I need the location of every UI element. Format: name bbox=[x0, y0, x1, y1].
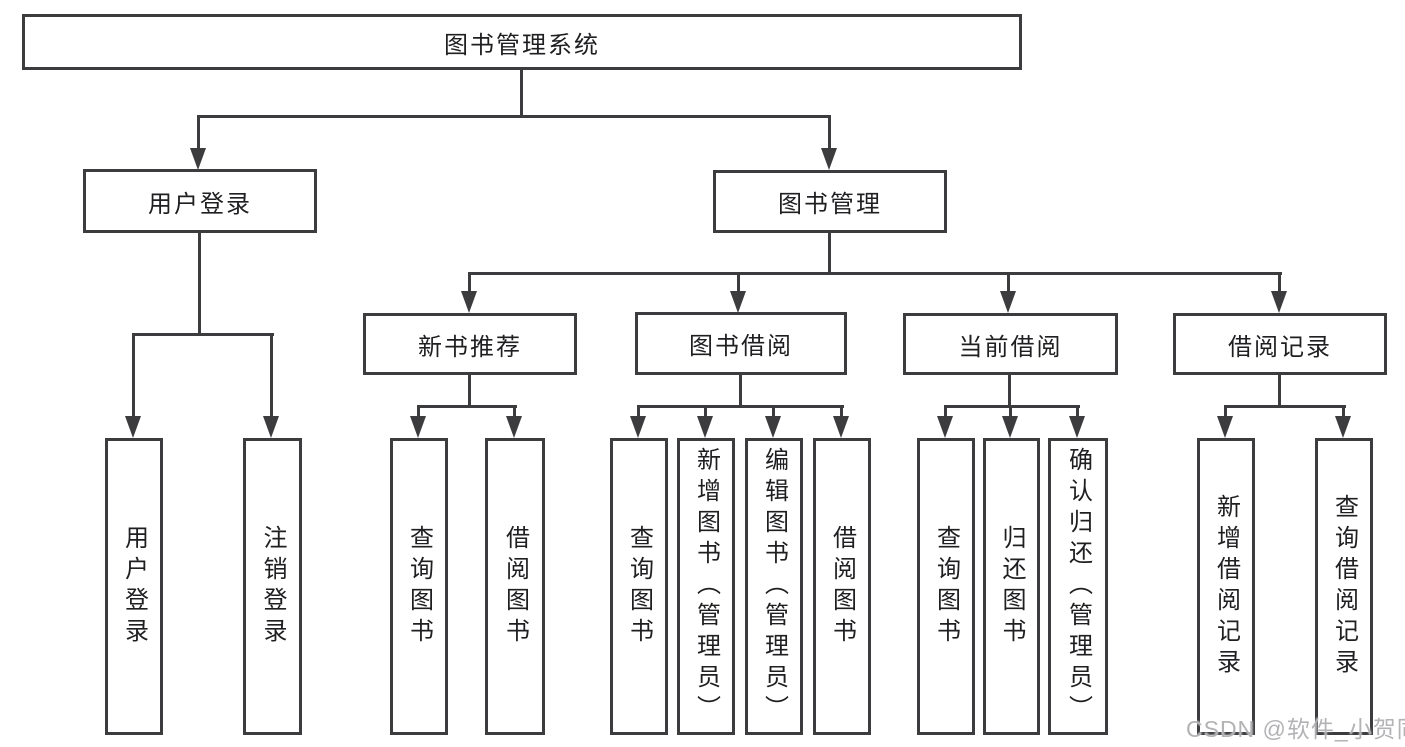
leaf-add-borrow-record: 新增借阅记录 bbox=[1197, 438, 1255, 735]
arrow-down-icon bbox=[697, 416, 713, 438]
node-new-book-recommend: 新书推荐 bbox=[363, 313, 577, 375]
edge-drop bbox=[637, 405, 640, 418]
edge-drop bbox=[468, 272, 471, 292]
edge-stem bbox=[1008, 375, 1011, 408]
edge-branch bbox=[417, 405, 517, 408]
arrow-down-icon bbox=[1000, 291, 1016, 313]
edge-drop bbox=[1278, 272, 1281, 292]
leaf-borrow-book: 借阅图书 bbox=[813, 438, 871, 735]
edge-drop bbox=[417, 405, 420, 418]
leaf-add-book-admin: 新增图书（管理员） bbox=[677, 438, 735, 735]
edge-drop bbox=[1076, 405, 1079, 418]
edge-drop bbox=[737, 272, 740, 292]
arrow-down-icon bbox=[630, 416, 646, 438]
leaf-user-login: 用户登录 bbox=[105, 438, 163, 735]
edge-drop bbox=[1224, 405, 1227, 418]
arrow-down-icon bbox=[1069, 416, 1085, 438]
leaf-query-book-borrowing: 查询图书 bbox=[610, 438, 668, 735]
leaf-borrow-book-recommend: 借阅图书 bbox=[485, 438, 545, 735]
leaf-edit-book-admin: 编辑图书（管理员） bbox=[745, 438, 803, 735]
edge-drop bbox=[840, 405, 843, 418]
arrow-down-icon bbox=[410, 416, 426, 438]
node-current-borrowing: 当前借阅 bbox=[903, 313, 1118, 375]
edge-branch bbox=[468, 272, 1282, 275]
leaf-query-book-current: 查询图书 bbox=[917, 438, 975, 735]
edge-drop bbox=[828, 115, 831, 151]
edge-drop bbox=[513, 405, 516, 418]
arrow-down-icon bbox=[1335, 416, 1351, 438]
edge-stem bbox=[468, 375, 471, 408]
arrow-down-icon bbox=[833, 416, 849, 438]
edge-drop bbox=[944, 405, 947, 418]
arrow-down-icon bbox=[125, 416, 141, 438]
edge-branch bbox=[1224, 405, 1346, 408]
leaf-query-book-recommend: 查询图书 bbox=[390, 438, 448, 735]
arrow-down-icon bbox=[937, 416, 953, 438]
arrow-down-icon bbox=[461, 291, 477, 313]
edge-drop bbox=[1009, 405, 1012, 418]
node-book-management-module: 图书管理 bbox=[713, 170, 947, 233]
arrow-down-icon bbox=[1217, 416, 1233, 438]
arrow-down-icon bbox=[190, 148, 206, 170]
edge-branch bbox=[197, 115, 831, 118]
leaf-query-borrow-record: 查询借阅记录 bbox=[1315, 438, 1373, 735]
edge-stem bbox=[1278, 375, 1281, 408]
edge-drop bbox=[1342, 405, 1345, 418]
watermark: CSDN @软件_小贺同学 bbox=[1186, 716, 1405, 742]
edge-branch bbox=[637, 405, 844, 408]
node-root-library-system: 图书管理系统 bbox=[22, 14, 1022, 70]
edge-drop bbox=[132, 333, 135, 417]
arrow-down-icon bbox=[506, 416, 522, 438]
leaf-confirm-return-admin: 确认归还（管理员） bbox=[1048, 438, 1108, 735]
edge-drop bbox=[772, 405, 775, 418]
arrow-down-icon bbox=[821, 148, 837, 170]
arrow-down-icon bbox=[263, 416, 279, 438]
edge-stem bbox=[198, 232, 201, 336]
edge-drop bbox=[270, 333, 273, 417]
arrow-down-icon bbox=[765, 416, 781, 438]
edge-stem bbox=[520, 70, 523, 117]
node-book-borrowing: 图书借阅 bbox=[635, 312, 847, 375]
arrow-down-icon bbox=[1002, 416, 1018, 438]
node-borrowing-records: 借阅记录 bbox=[1173, 313, 1387, 375]
arrow-down-icon bbox=[1271, 291, 1287, 313]
edge-branch bbox=[944, 405, 1080, 408]
node-user-login-module: 用户登录 bbox=[83, 169, 317, 233]
leaf-return-book: 归还图书 bbox=[983, 438, 1040, 735]
edge-drop bbox=[1007, 272, 1010, 292]
leaf-logout: 注销登录 bbox=[243, 438, 302, 735]
edge-stem bbox=[739, 375, 742, 408]
arrow-down-icon bbox=[730, 291, 746, 313]
edge-branch bbox=[132, 333, 274, 336]
edge-drop bbox=[197, 115, 200, 151]
edge-stem bbox=[828, 233, 831, 275]
edge-drop bbox=[704, 405, 707, 418]
